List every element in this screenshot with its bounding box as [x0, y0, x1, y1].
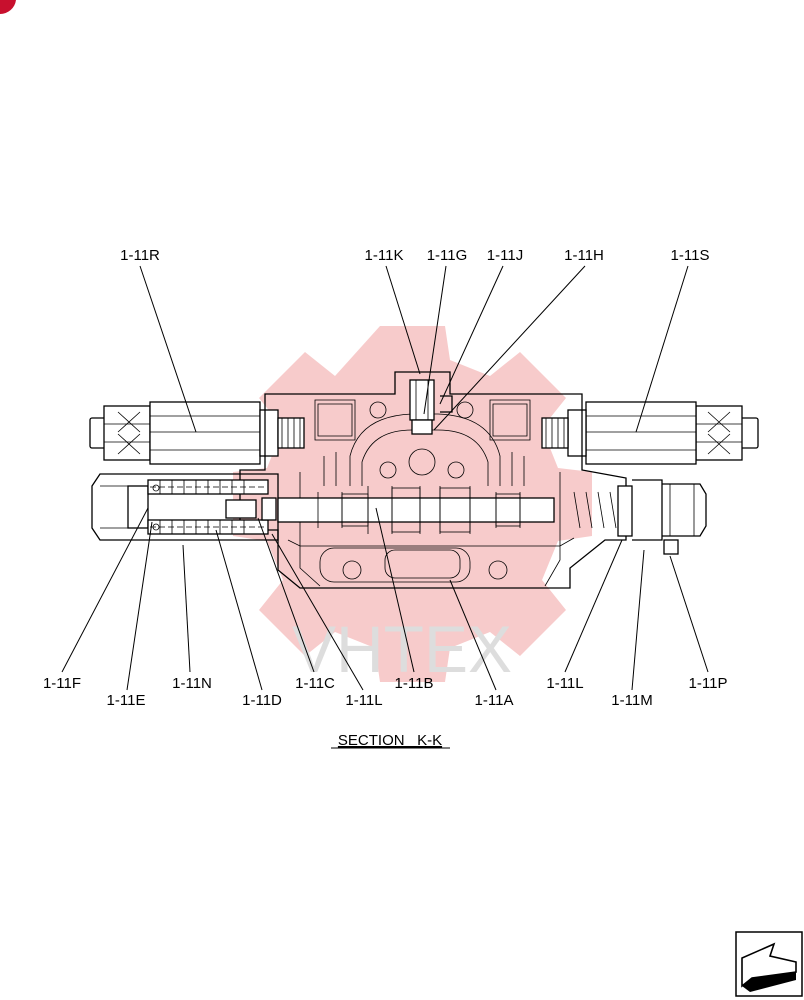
- watermark-text: VHTEX: [292, 612, 512, 686]
- label-1-11c: 1-11C: [295, 675, 335, 692]
- label-1-11g: 1-11G: [427, 247, 468, 264]
- label-1-11p: 1-11P: [689, 675, 728, 692]
- leader-lines: [61, 265, 709, 691]
- badge-icon: [0, 0, 16, 15]
- label-1-11s: 1-11S: [671, 247, 710, 264]
- label-1-11l-right: 1-11L: [546, 675, 583, 692]
- label-1-11h: 1-11H: [564, 247, 604, 264]
- right-solenoid: [541, 401, 759, 465]
- label-1-11r: 1-11R: [120, 247, 160, 264]
- label-1-11f: 1-11F: [43, 675, 81, 692]
- section-caption: SECTION K-K: [338, 732, 442, 749]
- arrow-next-page-icon[interactable]: [735, 931, 803, 997]
- check-valve: [409, 379, 453, 435]
- label-1-11n: 1-11N: [172, 675, 212, 692]
- label-1-11a: 1-11A: [475, 692, 514, 709]
- left-solenoid: [89, 401, 305, 465]
- label-1-11l-left: 1-11L: [345, 692, 382, 709]
- label-1-11e: 1-11E: [107, 692, 146, 709]
- right-cap: [573, 479, 707, 555]
- left-cap: [91, 473, 279, 541]
- label-1-11d: 1-11D: [242, 692, 282, 709]
- label-1-11k: 1-11K: [365, 247, 404, 264]
- label-1-11j: 1-11J: [487, 247, 523, 264]
- spool: [277, 486, 555, 534]
- label-1-11b: 1-11B: [395, 675, 434, 692]
- label-1-11m: 1-11M: [611, 692, 652, 709]
